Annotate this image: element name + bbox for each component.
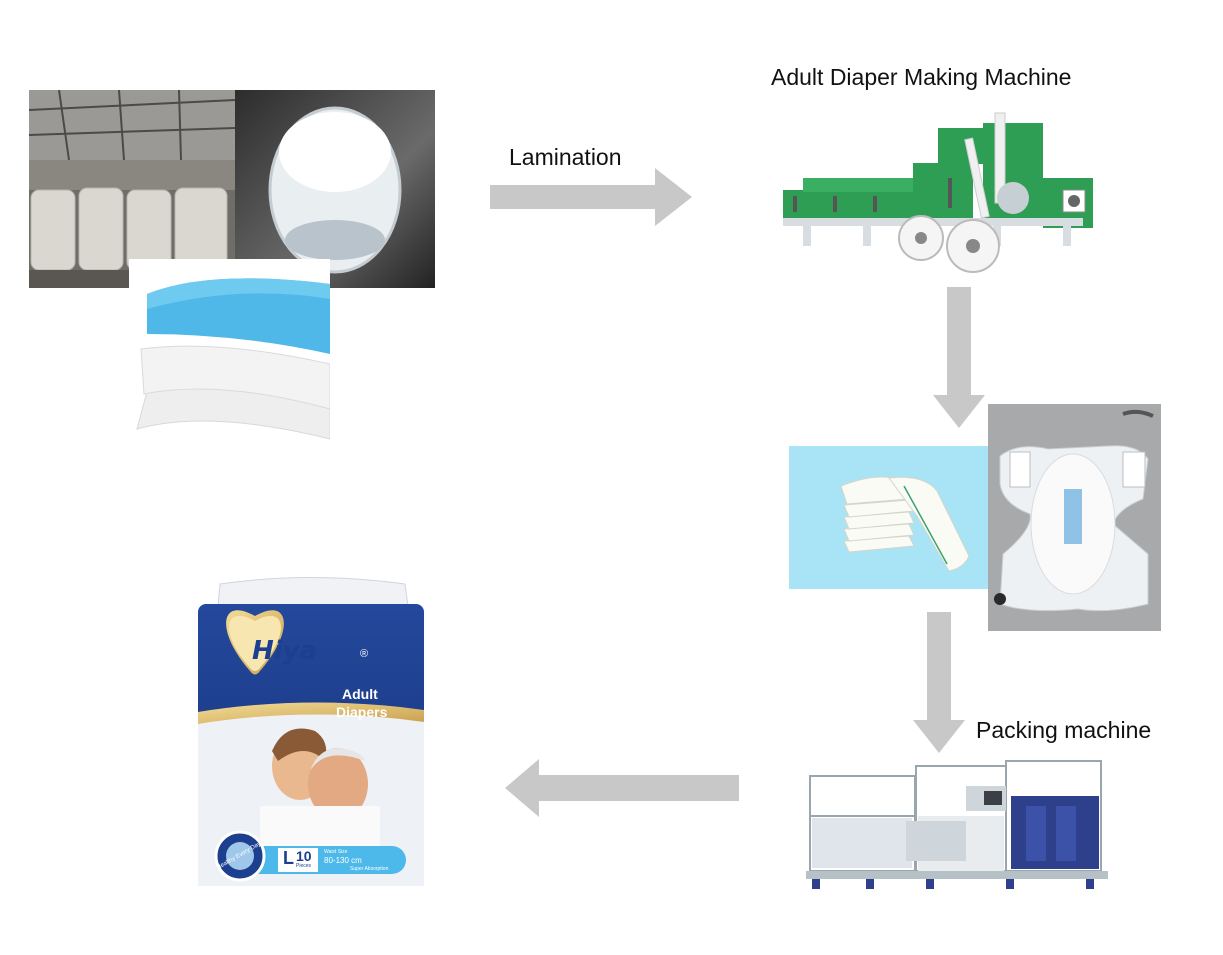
arrow-down-icon bbox=[913, 612, 965, 753]
waist-size-caption: Waist Size bbox=[324, 849, 348, 855]
brand-logo-text: Hiya bbox=[252, 636, 318, 666]
product-pack-illustration bbox=[198, 577, 424, 886]
piece-count-unit: Pieces bbox=[296, 863, 312, 869]
product-pack: Hiya ® Adult Diapers Healthy Every Day L… bbox=[190, 576, 430, 888]
pack-line-2: Diapers bbox=[336, 704, 388, 720]
arrow-left-icon bbox=[505, 759, 739, 817]
pack-line-1: Adult bbox=[342, 686, 378, 702]
lamination-label: Lamination bbox=[509, 144, 622, 170]
waist-size-range: 80-130 cm bbox=[324, 856, 362, 865]
packing-label: Packing machine bbox=[976, 717, 1152, 743]
warehouse-rolls-photo bbox=[29, 90, 235, 288]
registered-mark: ® bbox=[360, 648, 369, 660]
size-letter: L bbox=[283, 848, 294, 868]
diaper-making-machine-photo bbox=[773, 108, 1103, 276]
arrow-down-icon bbox=[933, 287, 985, 428]
folded-diapers-photo bbox=[789, 446, 988, 589]
packing-machine-photo bbox=[806, 756, 1108, 890]
sap-crystals-photo bbox=[235, 90, 435, 288]
piece-count: 10 bbox=[296, 848, 312, 864]
open-diaper-photo bbox=[988, 404, 1161, 631]
nonwoven-fabric-photo bbox=[129, 259, 330, 468]
raw-materials-collage bbox=[29, 90, 435, 468]
machine-label: Adult Diaper Making Machine bbox=[771, 64, 1072, 90]
arrow-right-icon bbox=[490, 168, 692, 226]
absorption-text: Super Absorption bbox=[350, 866, 389, 872]
